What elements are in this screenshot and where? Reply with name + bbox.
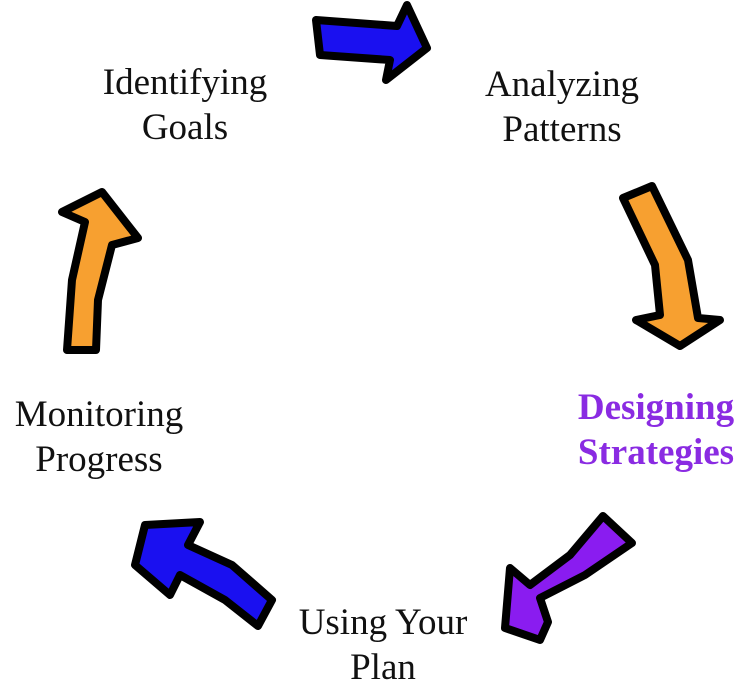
arrow-monitoring-to-identifying bbox=[58, 188, 142, 354]
step-using-your-plan: Using Your Plan bbox=[283, 600, 483, 680]
step-identifying-goals: Identifying Goals bbox=[85, 60, 285, 150]
step-label-line: Using Your bbox=[298, 602, 468, 643]
step-label-line: Patterns bbox=[502, 109, 622, 150]
step-designing-strategies: Designing Strategies bbox=[556, 385, 756, 475]
arrow-identifying-to-analyzing bbox=[312, 1, 431, 84]
step-monitoring-progress: Monitoring Progress bbox=[0, 392, 198, 482]
step-label-line: Progress bbox=[35, 439, 163, 480]
arrow-analyzing-to-designing bbox=[619, 182, 724, 350]
arrow-designing-to-using bbox=[501, 512, 636, 644]
step-label-line: Strategies bbox=[577, 432, 735, 473]
step-label-line: Goals bbox=[141, 107, 229, 148]
step-label-line: Plan bbox=[350, 647, 416, 680]
step-label-line: Identifying bbox=[102, 62, 268, 103]
arrow-using-to-monitoring bbox=[131, 518, 276, 630]
step-label-line: Analyzing bbox=[484, 64, 640, 105]
step-label-line: Designing bbox=[577, 387, 735, 428]
step-label-line: Monitoring bbox=[14, 394, 184, 435]
step-analyzing-patterns: Analyzing Patterns bbox=[462, 62, 662, 152]
